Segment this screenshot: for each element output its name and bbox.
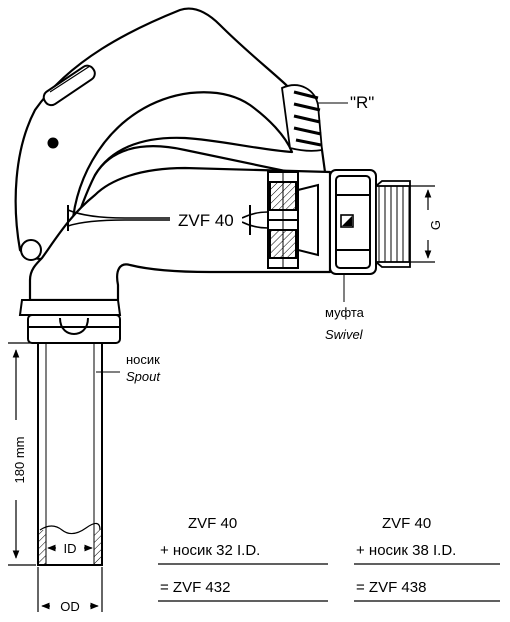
combo-left-plus: + носик 32 I.D.	[160, 542, 260, 559]
g-label: G	[428, 220, 443, 230]
spout-label-en: Spout	[126, 369, 161, 384]
spout-tube	[37, 342, 103, 566]
spout-collar	[18, 299, 122, 344]
swivel-coupling	[329, 169, 377, 275]
handle-dot	[47, 137, 59, 149]
od-label: OD	[60, 599, 80, 614]
combo-right: ZVF 40 + носик 38 I.D. = ZVF 438	[354, 515, 500, 602]
r-marker-label: "R"	[350, 93, 374, 112]
threaded-connector	[375, 180, 411, 268]
combo-left-result: = ZVF 432	[160, 579, 230, 596]
model-label: ZVF 40	[178, 211, 234, 230]
combo-table: ZVF 40 + носик 32 I.D. = ZVF 432 ZVF 40 …	[158, 515, 500, 602]
pivot-pin	[20, 239, 42, 261]
od-dimension	[37, 567, 103, 612]
nozzle-body	[28, 166, 332, 302]
combo-right-result: = ZVF 438	[356, 579, 426, 596]
length-dimension	[8, 342, 36, 566]
combo-left: ZVF 40 + носик 32 I.D. = ZVF 432	[158, 515, 328, 602]
length-label: 180 mm	[12, 437, 27, 484]
combo-right-plus: + носик 38 I.D.	[356, 542, 456, 559]
id-label: ID	[64, 541, 77, 556]
r-lock-knob	[281, 84, 323, 152]
leader-lines	[96, 102, 348, 373]
combo-left-base: ZVF 40	[188, 515, 237, 532]
handle-slot	[42, 64, 96, 107]
g-dimension	[410, 185, 435, 263]
spout-label-ru: носик	[126, 352, 160, 367]
valve-block	[267, 171, 319, 269]
swivel-label-en: Swivel	[325, 327, 364, 342]
model-label-bg	[172, 208, 242, 232]
body-fins	[67, 205, 269, 235]
combo-right-base: ZVF 40	[382, 515, 431, 532]
swivel-label-ru: муфта	[325, 305, 365, 320]
